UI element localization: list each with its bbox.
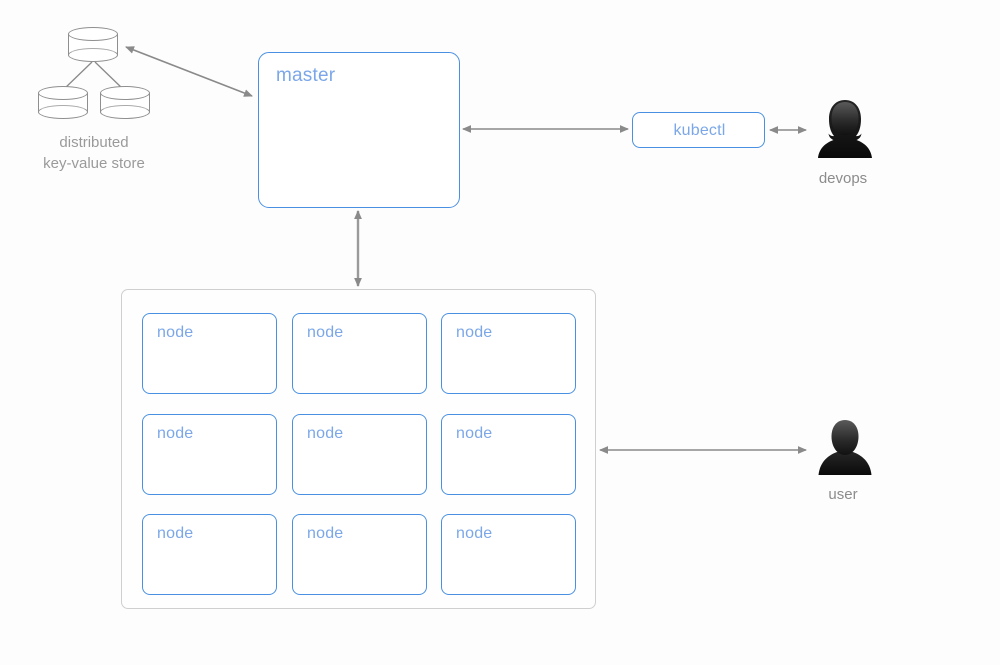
node-label: node [456,525,493,542]
store-cylinder-top [68,27,121,68]
node-label: node [456,324,493,341]
node-label: node [307,425,344,442]
node-box-5[interactable]: node [292,414,427,495]
user-label: user [828,486,858,503]
kubectl-box[interactable]: kubectl [632,112,765,148]
person-female-icon [818,100,872,158]
master-box[interactable]: master [258,52,460,208]
master-label: master [276,65,336,86]
store-label-line2: key-value store [43,155,145,172]
node-box-3[interactable]: node [441,313,576,394]
devops-avatar: devops [816,98,874,187]
node-box-6[interactable]: node [441,414,576,495]
node-cluster-container: node node node node node node node node … [121,289,596,609]
node-label: node [157,324,194,341]
person-male-icon [818,420,872,475]
node-box-7[interactable]: node [142,514,277,595]
node-box-4[interactable]: node [142,414,277,495]
node-label: node [157,425,194,442]
store-label: distributed key-value store [14,132,174,174]
node-label: node [307,324,344,341]
node-box-8[interactable]: node [292,514,427,595]
node-box-1[interactable]: node [142,313,277,394]
node-box-9[interactable]: node [441,514,576,595]
store-cylinder-right [100,86,153,125]
node-box-2[interactable]: node [292,313,427,394]
kubectl-label: kubectl [673,122,726,139]
devops-label: devops [818,170,868,187]
store-cylinder-left [38,86,91,125]
user-avatar: user [816,418,874,503]
store-label-line1: distributed [59,134,129,151]
node-label: node [157,525,194,542]
node-label: node [307,525,344,542]
node-label: node [456,425,493,442]
